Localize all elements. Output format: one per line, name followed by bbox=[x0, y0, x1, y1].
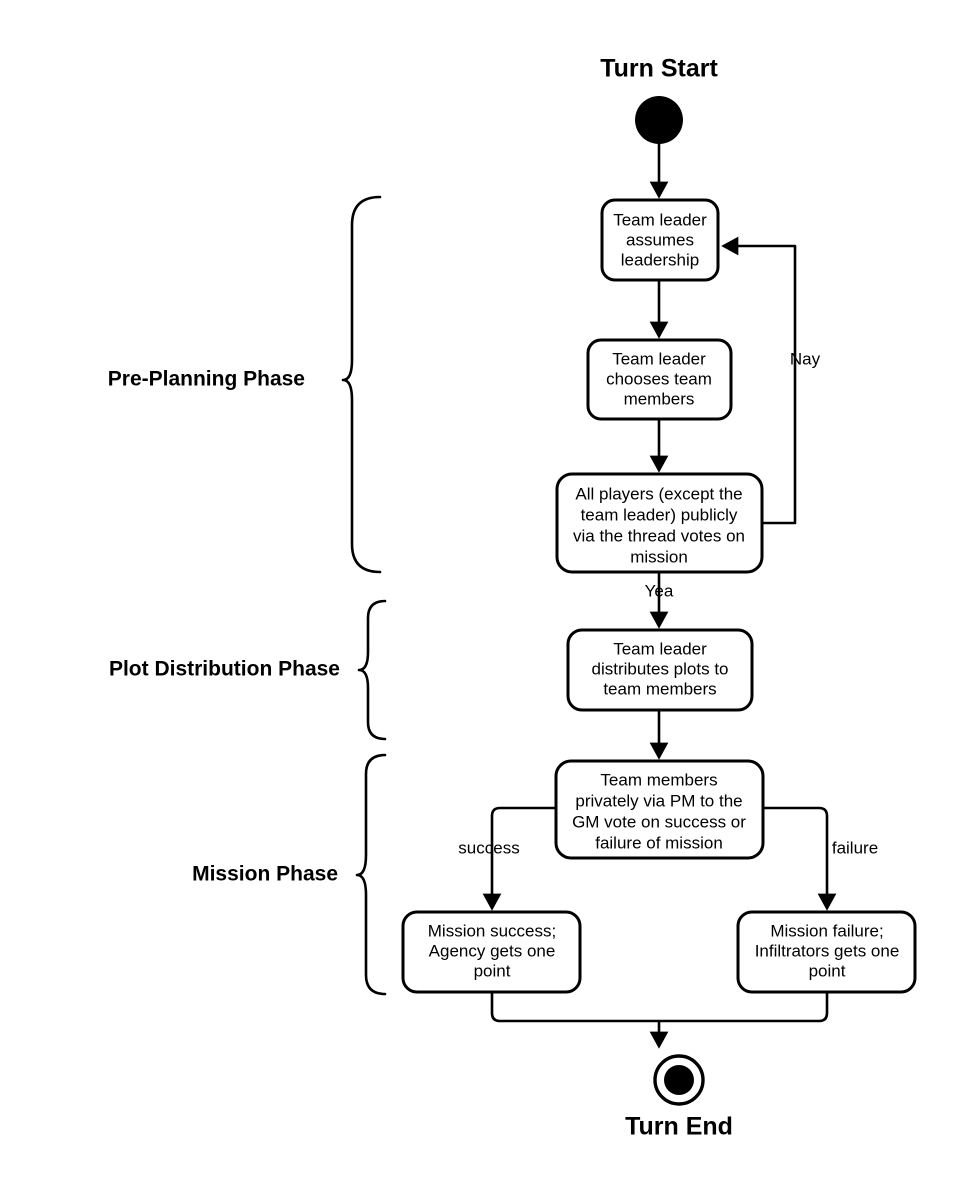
end-node bbox=[664, 1065, 694, 1095]
activity-private-vote-line-1: Team members bbox=[600, 770, 717, 789]
phase-label-pre-planning: Pre-Planning Phase bbox=[108, 368, 305, 391]
edge-nay-loop bbox=[721, 236, 797, 525]
activity-mission-failure-line-1: Mission failure; bbox=[770, 921, 883, 940]
activity-assume-leadership-line-2: assumes bbox=[626, 230, 694, 249]
edge-label-yea: Yea bbox=[645, 581, 674, 600]
activity-mission-success-line-2: Agency gets one bbox=[429, 941, 556, 960]
activity-public-vote-line-2: team leader) publicly bbox=[581, 505, 738, 524]
phase-label-plot-distribution: Plot Distribution Phase bbox=[109, 658, 340, 681]
brace-plot-distribution-phase bbox=[357, 599, 387, 741]
activity-distribute-plots-line-3: team members bbox=[603, 679, 716, 698]
edge-failure-branch bbox=[763, 806, 837, 911]
brace-pre-planning-phase bbox=[341, 195, 382, 574]
activity-public-vote-line-3: via the thread votes on bbox=[573, 526, 745, 545]
activity-mission-success-line-1: Mission success; bbox=[428, 921, 556, 940]
edge-label-failure: failure bbox=[832, 838, 878, 857]
activity-mission-success-line-3: point bbox=[474, 961, 511, 980]
edge-success-branch bbox=[482, 806, 556, 911]
phase-label-mission: Mission Phase bbox=[192, 863, 338, 886]
turn-start-title: Turn Start bbox=[600, 55, 718, 83]
start-node bbox=[635, 96, 683, 144]
activity-choose-team-line-1: Team leader bbox=[612, 349, 706, 368]
edge-label-success: success bbox=[458, 838, 519, 857]
edge-success-to-merge bbox=[490, 992, 659, 1023]
brace-mission-phase bbox=[355, 753, 387, 996]
activity-assume-leadership-line-3: leadership bbox=[621, 250, 699, 269]
activity-assume-leadership-line-1: Team leader bbox=[613, 210, 707, 229]
activity-public-vote-line-1: All players (except the bbox=[575, 484, 742, 503]
activity-private-vote-line-3: GM vote on success or bbox=[572, 812, 746, 831]
activity-distribute-plots-line-1: Team leader bbox=[613, 639, 707, 658]
activity-choose-team-line-3: members bbox=[624, 389, 695, 408]
edge-failure-to-merge bbox=[659, 992, 829, 1023]
activity-mission-failure-line-3: point bbox=[809, 961, 846, 980]
activity-private-vote-line-4: failure of mission bbox=[595, 833, 723, 852]
activity-private-vote-success-failure bbox=[554, 759, 765, 860]
activity-mission-failure-line-2: Infiltrators gets one bbox=[755, 941, 900, 960]
activity-distribute-plots-line-2: distributes plots to bbox=[591, 659, 728, 678]
activity-private-vote-line-2: privately via PM to the bbox=[575, 791, 742, 810]
turn-end-title: Turn End bbox=[625, 1113, 733, 1141]
edge-label-nay: Nay bbox=[790, 349, 821, 368]
activity-choose-team-line-2: chooses team bbox=[606, 369, 712, 388]
activity-public-vote-line-4: mission bbox=[630, 547, 688, 566]
